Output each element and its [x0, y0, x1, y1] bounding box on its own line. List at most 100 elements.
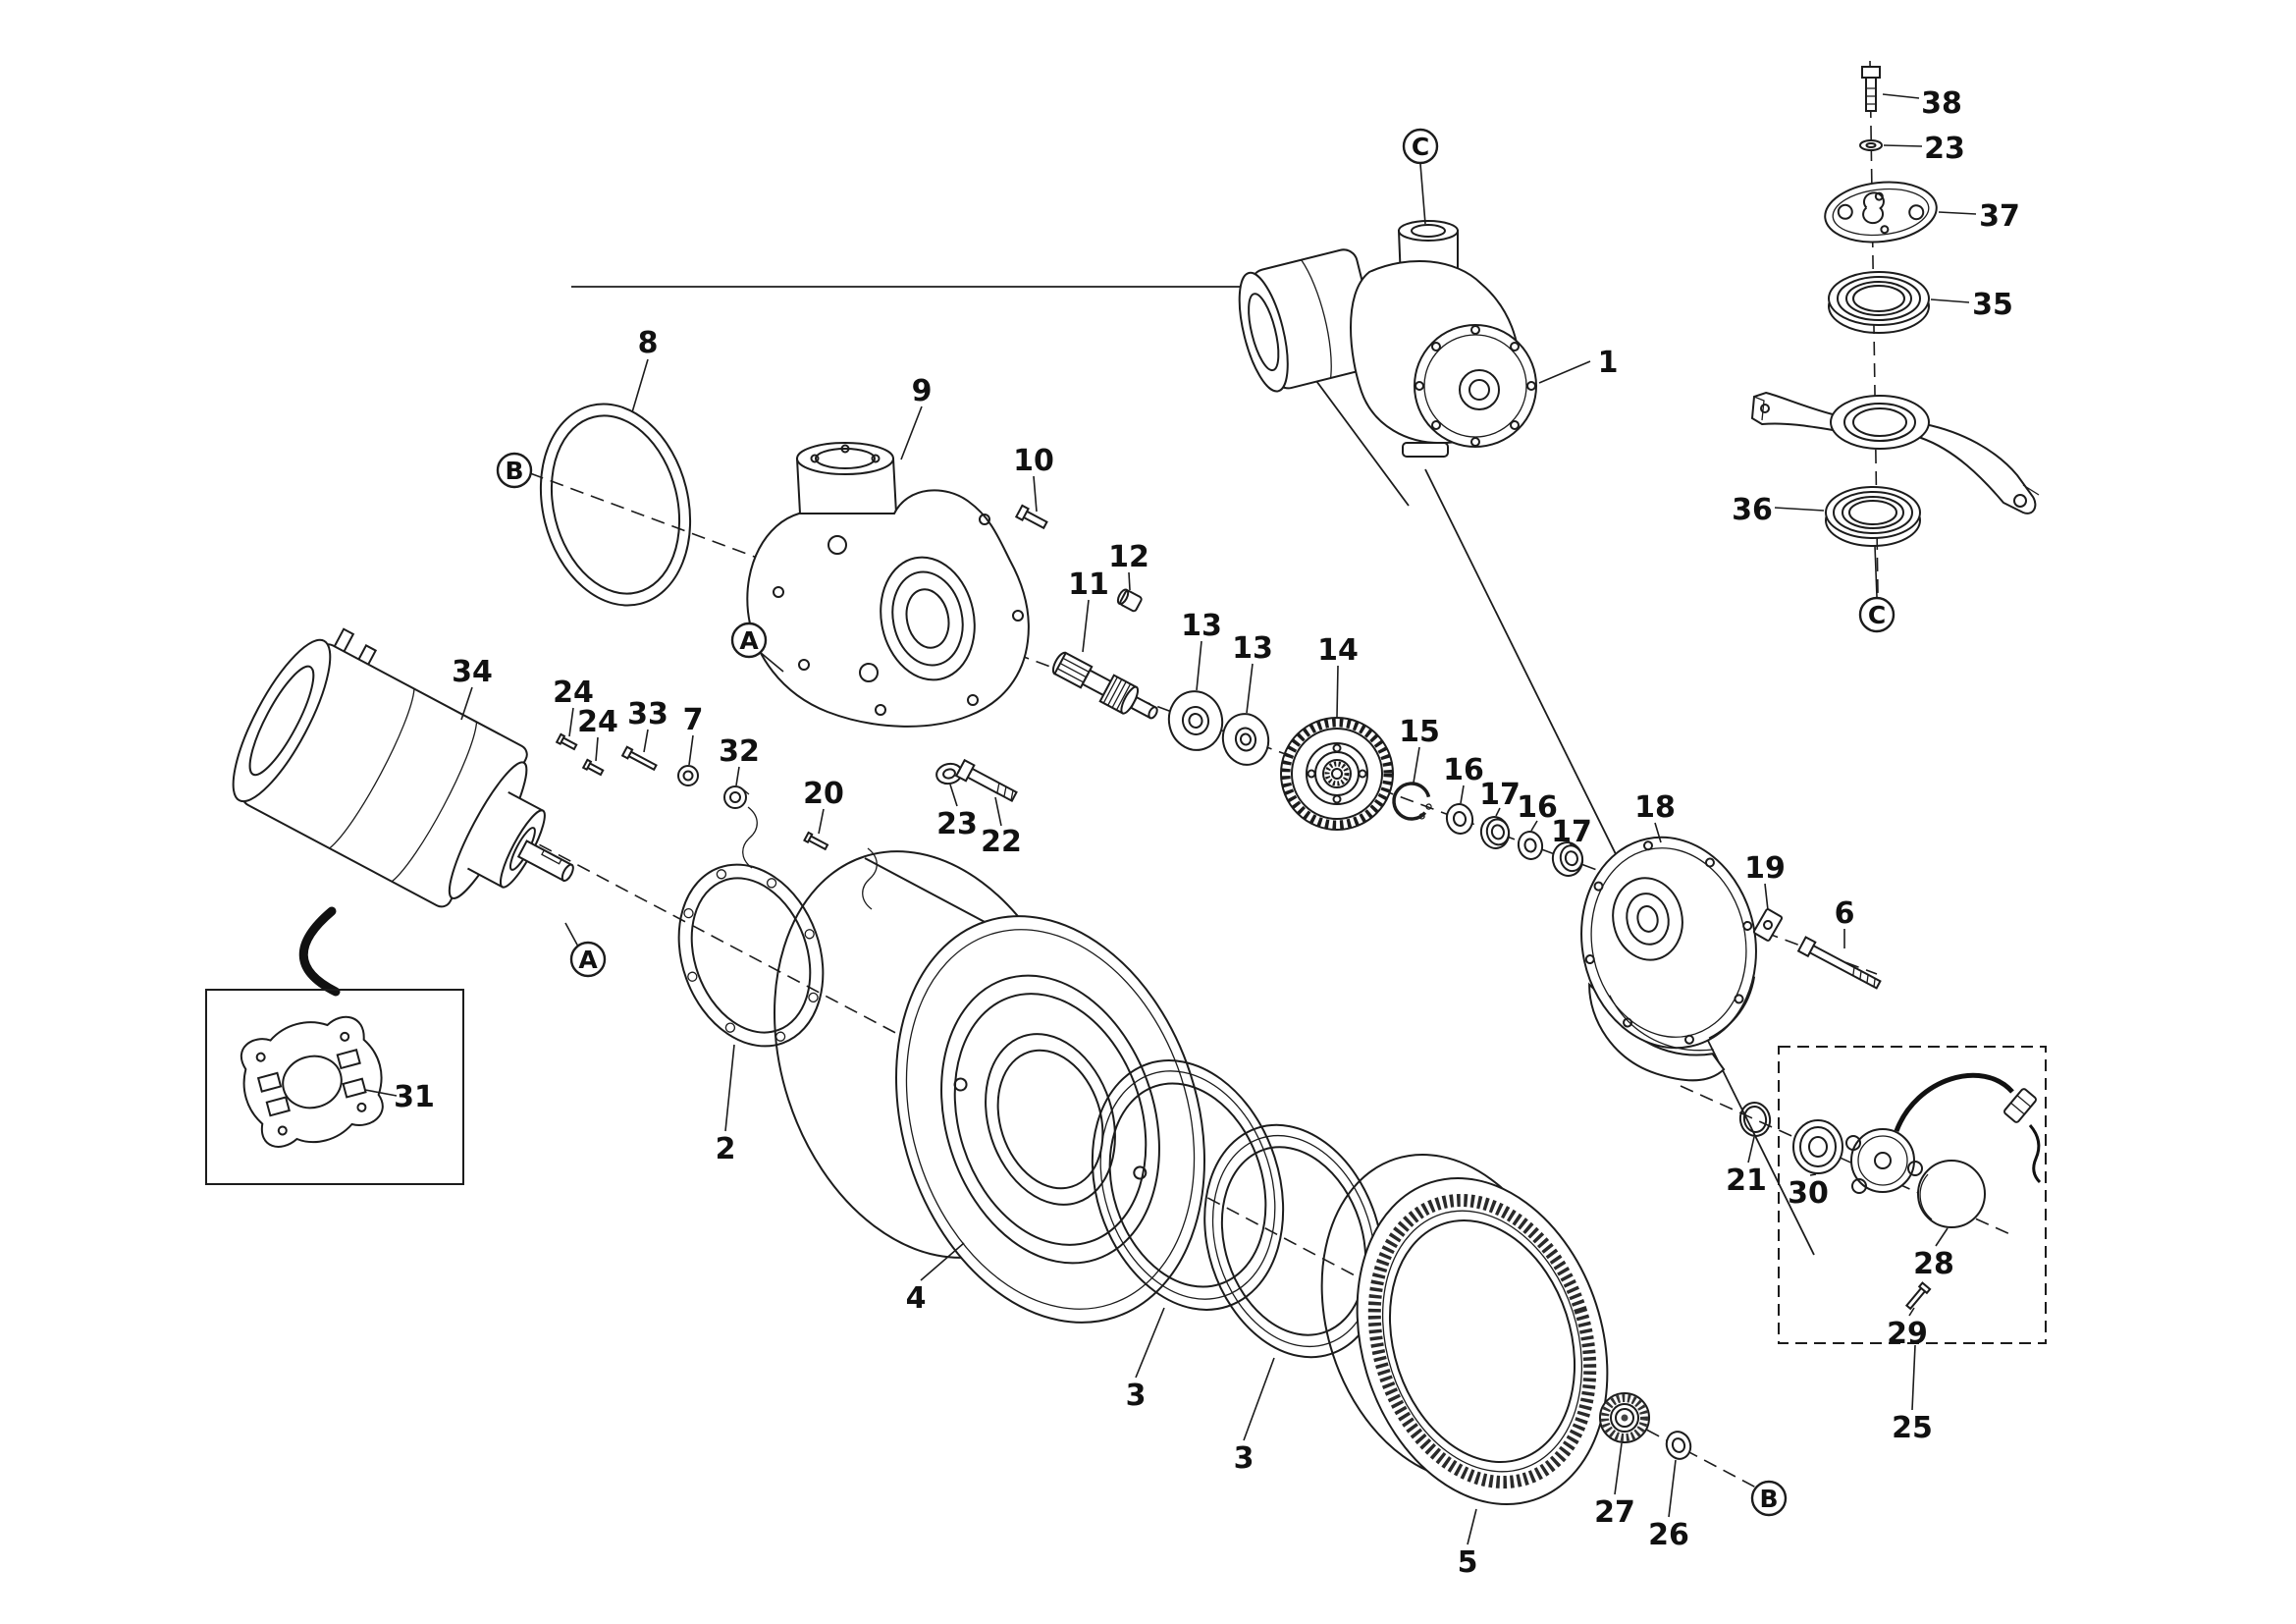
part-5-ring-gear — [1320, 1153, 1609, 1506]
callout-leader — [1033, 475, 1038, 513]
part-9-gearbox-housing — [746, 442, 1030, 728]
part-2-gasket — [677, 863, 825, 1048]
part-number-label: 9 — [912, 374, 933, 408]
sensor-kit-boundary — [1778, 1046, 2047, 1344]
svg-text:A: A — [739, 626, 759, 655]
part-number-label: 29 — [1887, 1317, 1928, 1351]
part-12-pin — [1116, 588, 1143, 613]
letter-callout: B — [496, 452, 533, 489]
callout-leader — [1883, 144, 1923, 147]
callout-leader — [1908, 1307, 1915, 1317]
part-33-bolt — [620, 745, 658, 772]
letter-callout: B — [1750, 1480, 1788, 1517]
part-23-washer — [1859, 139, 1883, 151]
part-21-oring — [1738, 1102, 1772, 1137]
speed-sensor — [1845, 1128, 1923, 1194]
callout-leader — [1668, 1459, 1677, 1518]
part-number-label: 13 — [1232, 631, 1273, 666]
part-31-brush-holder-assembly — [205, 989, 464, 1185]
part-1-drive-unit-assembly — [1238, 220, 1537, 458]
callout-leader — [564, 922, 579, 947]
part-37-cover-plate — [1824, 181, 1938, 244]
part-number-label: 3 — [1234, 1441, 1255, 1476]
part-number-label: 24 — [553, 676, 594, 710]
callout-leader — [1336, 665, 1339, 718]
callout-leader — [1538, 360, 1591, 384]
svg-text:B: B — [505, 457, 523, 485]
part-number-label: 6 — [1835, 896, 1855, 931]
callout-leader — [724, 1044, 735, 1132]
part-13-bearing — [1221, 713, 1270, 766]
part-number-label: 23 — [1924, 132, 1965, 166]
part-16-washer — [1445, 803, 1474, 835]
callout-leader — [688, 734, 694, 766]
break-line — [742, 806, 758, 869]
part-number-label: 15 — [1399, 715, 1440, 749]
part-number-label: 17 — [1551, 815, 1592, 849]
part-number-label: 30 — [1788, 1176, 1829, 1211]
break-line — [862, 847, 878, 910]
callout-leader — [1196, 640, 1202, 691]
part-number-label: 12 — [1108, 540, 1149, 574]
part-22-bolt — [954, 758, 1018, 803]
part-number-label: 25 — [1892, 1411, 1933, 1445]
part-38-bolt — [1861, 66, 1881, 112]
part-number-label: 33 — [627, 697, 668, 731]
letter-callout: C — [1858, 596, 1896, 633]
callout-leader — [1874, 545, 1878, 598]
sensor-connector — [2003, 1088, 2037, 1123]
part-number-label: 22 — [981, 825, 1022, 859]
part-number-label: 24 — [577, 705, 618, 739]
part-27-pinion-gear — [1599, 1392, 1650, 1443]
callout-leader — [920, 1242, 965, 1281]
svg-text:B: B — [1759, 1485, 1778, 1513]
callout-leader — [1246, 663, 1254, 714]
callout-leader — [949, 784, 958, 807]
callout-leader — [1568, 840, 1573, 846]
part-number-label: 4 — [906, 1281, 927, 1316]
part-number-label: 16 — [1443, 753, 1484, 787]
part-number-label: 37 — [1979, 199, 2020, 234]
callout-leader — [1930, 298, 1970, 303]
callout-leader — [1774, 507, 1825, 512]
callout-leader — [735, 766, 740, 786]
callout-leader — [1419, 163, 1426, 225]
callout-leader — [1530, 820, 1538, 832]
part-6-bolt — [1796, 936, 1882, 990]
part-19-clip — [1752, 908, 1784, 942]
callout-leader — [1413, 746, 1420, 784]
part-number-label: 27 — [1594, 1495, 1635, 1530]
callout-leader — [1764, 883, 1769, 911]
callout-leader — [1654, 822, 1662, 843]
part-number-label: 16 — [1517, 790, 1558, 825]
part-30-bearing — [1792, 1119, 1843, 1174]
part-number-label: 19 — [1744, 851, 1786, 886]
callout-leader — [994, 796, 1002, 827]
part-4-drive-wheel — [774, 850, 1205, 1324]
callout-leader — [568, 707, 574, 737]
part-14-clutch-gear — [1280, 717, 1394, 831]
part-17-nut — [1551, 841, 1584, 877]
svg-text:A: A — [578, 946, 598, 974]
part-number-label: 26 — [1648, 1518, 1689, 1552]
callout-leader — [631, 358, 649, 413]
part-number-label: 18 — [1634, 790, 1676, 825]
callout-leader — [1882, 93, 1920, 99]
letter-callout: C — [1402, 128, 1439, 165]
part-32-spring-washer — [723, 785, 750, 809]
part-24-pin — [555, 732, 578, 751]
part-number-label: 38 — [1921, 86, 1962, 121]
letter-callout: A — [569, 941, 607, 978]
callout-leader — [1911, 1344, 1916, 1411]
motor-brush-wire — [298, 906, 341, 997]
part-35-bearing — [1828, 271, 1930, 334]
callout-leader — [818, 808, 825, 835]
part-number-label: 35 — [1972, 288, 2013, 322]
part-16-washer — [1517, 831, 1544, 860]
part-number-label: 21 — [1726, 1164, 1767, 1198]
part-18-brake-cover — [1580, 836, 1757, 1082]
part-13-bearing — [1167, 690, 1224, 751]
part-number-label: 32 — [719, 734, 760, 769]
part-number-label: 17 — [1479, 778, 1521, 812]
